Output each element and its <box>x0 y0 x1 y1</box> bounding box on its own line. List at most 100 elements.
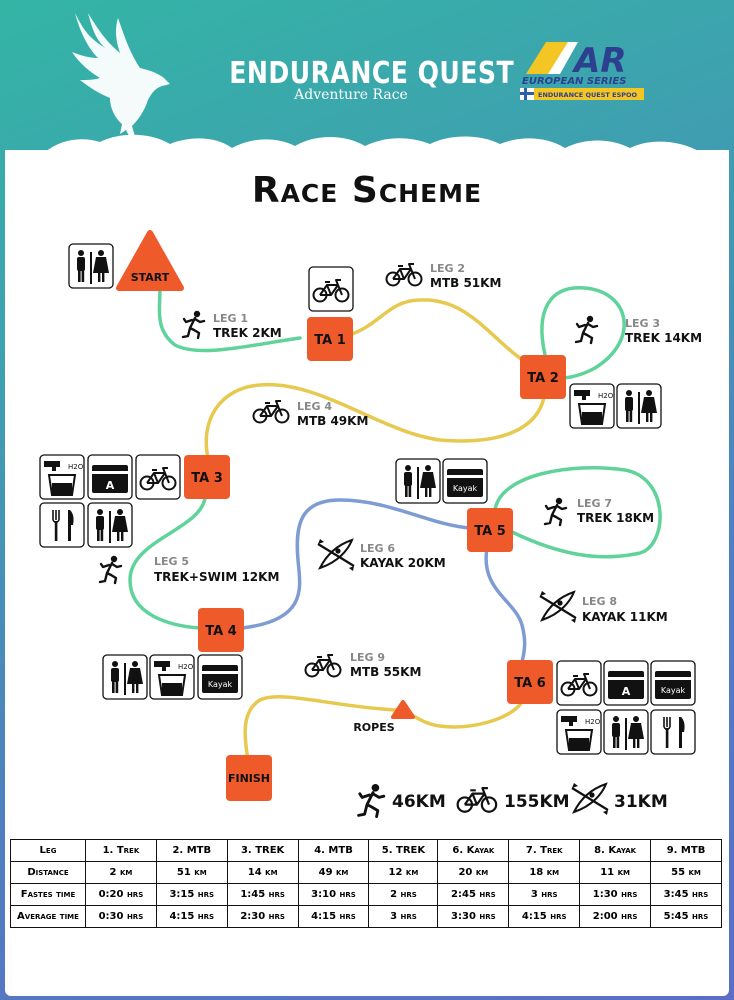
box-kayak-label: Kayak <box>208 680 233 689</box>
leg-4-title: LEG 4 <box>297 400 332 413</box>
table-cell: 49 km <box>297 861 370 884</box>
ta3-label: TA 3 <box>191 471 223 486</box>
water-label: H2O <box>178 663 194 671</box>
table-cell: 1. Trek <box>85 839 157 862</box>
bike-box-icon <box>557 661 601 705</box>
table-cell: 5:45 hrs <box>650 905 722 928</box>
totals: 46KM 155KM 31KM <box>357 781 668 819</box>
row-label: Fastes time <box>10 883 86 906</box>
ta6-marker <box>507 660 553 704</box>
route-leg-8 <box>484 546 527 664</box>
ta2-marker <box>520 355 566 399</box>
table-cell: 4. MTB <box>297 839 370 862</box>
table-cell: 2:00 hrs <box>579 905 652 928</box>
box-kayak-label: Kayak <box>453 484 478 493</box>
table-cell: 3. TREK <box>226 839 299 862</box>
leg-9-desc: MTB 55KM <box>350 665 421 679</box>
water-icon: H2O <box>149 654 195 700</box>
kayak-icon <box>570 781 610 817</box>
route-leg-3 <box>540 286 626 380</box>
table-cell: 51 km <box>155 861 228 884</box>
leg-3-title: LEG 3 <box>625 317 660 330</box>
runner-icon <box>181 309 206 340</box>
ta6-facilities: A Kayak H2O <box>556 660 696 755</box>
route-leg-6 <box>240 498 472 630</box>
table-cell: 4:15 hrs <box>297 905 370 928</box>
leg-9-title: LEG 9 <box>350 651 385 664</box>
kayak-icon <box>538 589 578 625</box>
ta5-marker <box>467 508 513 552</box>
bike-box-icon <box>309 267 353 311</box>
ta4-marker <box>198 608 244 652</box>
leg-9-label: LEG 9 MTB 55KM <box>304 651 421 679</box>
water-label: H2O <box>68 463 84 471</box>
ropes-marker <box>391 700 415 719</box>
event-subtitle: Adventure Race <box>294 87 408 103</box>
box-kayak-icon: Kayak <box>442 458 488 504</box>
toilet-icon <box>603 709 649 755</box>
leg-6-label: LEG 6 KAYAK 20KM <box>316 537 446 573</box>
box-a-icon: A <box>603 660 649 706</box>
bike-box-icon <box>136 455 180 499</box>
table-cell: 12 km <box>368 861 439 884</box>
route-leg-1 <box>157 286 302 353</box>
row-label: Leg <box>10 839 86 862</box>
leg-8-label: LEG 8 KAYAK 11KM <box>538 589 668 625</box>
runner-icon <box>574 314 599 345</box>
table-cell: 2. MTB <box>155 839 228 862</box>
page-title: Race Scheme <box>251 170 483 211</box>
leg-8-title: LEG 8 <box>582 595 617 608</box>
total-kayak: 31KM <box>614 792 668 812</box>
water-icon: H2O <box>556 709 602 755</box>
start-facilities <box>68 243 114 289</box>
leg-7-label: LEG 7 TREK 18KM <box>543 496 654 527</box>
table-cell: 4:15 hrs <box>155 905 228 928</box>
leg-3-label: LEG 3 TREK 14KM <box>574 314 702 345</box>
toilet-icon <box>102 654 148 700</box>
ar-logo-sub1: EUROPEAN SERIES <box>522 76 626 87</box>
bike-icon <box>304 654 342 678</box>
table-cell: 1:45 hrs <box>226 883 299 906</box>
box-kayak-icon: Kayak <box>197 654 243 700</box>
table-cell: 0:20 hrs <box>85 883 157 906</box>
leg-6-title: LEG 6 <box>360 542 395 555</box>
box-a-label: A <box>622 685 631 698</box>
table-cell: 4:15 hrs <box>508 905 581 928</box>
table-cell: 6. Kayak <box>437 839 510 862</box>
box-a-icon: A <box>87 454 133 500</box>
ropes-label: ROPES <box>353 721 394 734</box>
table-cell: 1:30 hrs <box>579 883 652 906</box>
ta5-facilities: Kayak <box>395 458 488 504</box>
table-cell: 3:30 hrs <box>437 905 510 928</box>
table-cell: 2:30 hrs <box>226 905 299 928</box>
table-cell: 18 km <box>508 861 581 884</box>
table-cell: 20 km <box>437 861 510 884</box>
ta1-facilities <box>309 267 353 311</box>
ta3-facilities: H2O A <box>39 454 180 548</box>
finish-marker <box>226 755 272 801</box>
ta2-facilities: H2O <box>569 383 662 429</box>
ta2-label: TA 2 <box>527 371 559 386</box>
leg-5-desc: TREK+SWIM 12KM <box>154 570 279 584</box>
bike-icon <box>252 400 290 424</box>
leg-5-title: LEG 5 <box>154 555 189 568</box>
bike-icon <box>456 786 498 813</box>
route-leg-7 <box>493 466 662 559</box>
table-cell: 7. Trek <box>508 839 581 862</box>
box-a-label: A <box>106 479 115 492</box>
toilet-icon <box>616 383 662 429</box>
water-label: H2O <box>585 718 601 726</box>
leg-2-label: LEG 2 MTB 51KM <box>385 262 501 290</box>
table-cell: 0:30 hrs <box>85 905 157 928</box>
food-icon <box>39 502 85 548</box>
leg-1-label: LEG 1 TREK 2KM <box>181 309 282 340</box>
ta5-label: TA 5 <box>474 524 506 539</box>
table-cell: 2 km <box>85 861 157 884</box>
leg-6-desc: KAYAK 20KM <box>360 556 446 570</box>
ta3-marker <box>184 455 230 499</box>
row-label: Average time <box>10 905 86 928</box>
